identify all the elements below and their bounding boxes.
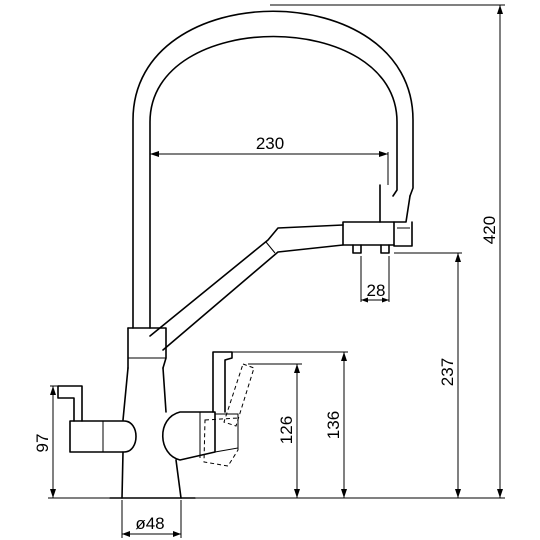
dim-126-arrow-bottom	[294, 489, 300, 498]
body-upper	[127, 327, 167, 369]
filter-spout-arm-lower	[162, 244, 344, 351]
dim-97-arrow-bottom	[50, 489, 56, 498]
dim-48-arrow-left	[122, 531, 130, 537]
label-side-body-height: 126	[277, 416, 296, 444]
dim-97-arrow-top	[50, 386, 56, 395]
body-mid	[122, 367, 167, 421]
dim-126-arrow-top	[294, 364, 300, 373]
arched-spout-outer	[132, 10, 414, 329]
dim-28-arrow-left	[361, 297, 368, 303]
filter-lever	[212, 351, 233, 413]
dim-28-arrow-right	[382, 297, 389, 303]
label-lever-height: 97	[33, 434, 52, 453]
side-valve-body	[161, 411, 216, 461]
faucet-outline	[57, 10, 414, 499]
dim-420-arrow-bottom	[497, 489, 503, 498]
dimension-lines	[48, 4, 505, 538]
filter-spout-arm	[149, 224, 344, 337]
label-spout-reach: 230	[256, 134, 284, 153]
dim-136-arrow-bottom	[341, 489, 347, 498]
label-total-height: 420	[480, 216, 499, 244]
dim-237-arrow-bottom	[455, 489, 461, 498]
filter-lever-rotated	[223, 363, 255, 427]
label-side-handle-height: 136	[324, 411, 343, 439]
dim-420-arrow-top	[497, 5, 503, 14]
filter-valve-cap	[214, 413, 239, 453]
dim-136-arrow-top	[341, 352, 347, 361]
label-base-diameter: ø48	[135, 514, 164, 533]
spray-head	[379, 184, 411, 223]
filter-lever-rotated-tip	[203, 417, 239, 467]
dim-230-arrow-right	[379, 151, 388, 157]
outlet-nozzle-right	[380, 244, 390, 254]
dim-48-arrow-right	[173, 531, 181, 537]
dim-237-arrow-top	[455, 253, 461, 262]
label-outlet-height: 237	[438, 358, 457, 386]
lever-body-left	[69, 420, 137, 453]
arched-spout-inner	[149, 35, 398, 329]
dim-230-arrow-left	[150, 151, 159, 157]
dimension-labels: 230 28 420 237 136 126 97 ø48	[33, 134, 499, 533]
filter-arm-joint	[265, 241, 276, 254]
outlet-nozzle-left	[352, 244, 362, 254]
label-outlet-spacing: 28	[367, 281, 386, 300]
spray-head-nozzle	[393, 221, 413, 247]
body-lower	[121, 451, 182, 499]
outlet-block	[342, 221, 395, 246]
lever-handle-left	[57, 385, 83, 422]
